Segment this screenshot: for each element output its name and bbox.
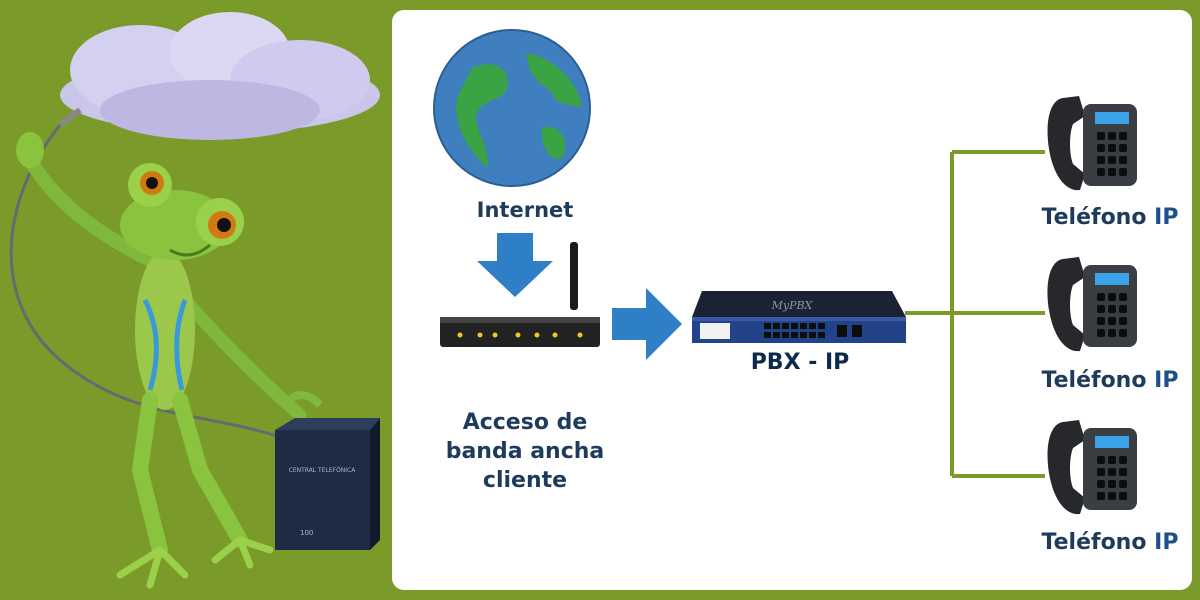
phone-label: Teléfono IP — [1030, 530, 1190, 555]
phone-label-main: Teléfono — [1041, 205, 1147, 230]
left-illustration: CENTRAL TELEFÓNICA 100 — [9, 12, 380, 589]
ip-phone-icon — [1047, 420, 1137, 515]
pbx-device-icon: MyPBX — [692, 291, 906, 343]
phone-label-main: Teléfono — [1041, 368, 1147, 393]
phone-cable — [9, 124, 291, 442]
phone-label-suffix: IP — [1154, 530, 1179, 555]
arrow-down-icon — [477, 233, 553, 297]
phone-label: Teléfono IP — [1030, 205, 1190, 230]
phone-label-suffix: IP — [1154, 205, 1179, 230]
central-box-label: CENTRAL TELEFÓNICA — [289, 467, 357, 474]
broadband-access-label: Acceso de banda ancha cliente — [445, 410, 605, 493]
central-box-model: 100 — [300, 529, 313, 537]
globe-icon — [433, 29, 591, 187]
central-telefonica-box: CENTRAL TELEFÓNICA 100 — [275, 391, 380, 550]
connector-lines — [905, 150, 1045, 478]
pbx-brand-label: MyPBX — [771, 299, 814, 312]
router-icon — [440, 242, 600, 347]
cloud-icon — [60, 12, 380, 140]
phone-label-suffix: IP — [1154, 368, 1179, 393]
arrow-right-icon — [612, 288, 682, 360]
internet-label: Internet — [476, 198, 574, 222]
pbx-ip-label: PBX - IP — [750, 350, 850, 375]
ip-phone-icon — [1047, 257, 1137, 352]
ip-phone-icon — [1047, 96, 1137, 191]
phone-label: Teléfono IP — [1030, 368, 1190, 393]
phone-label-main: Teléfono — [1041, 530, 1147, 555]
